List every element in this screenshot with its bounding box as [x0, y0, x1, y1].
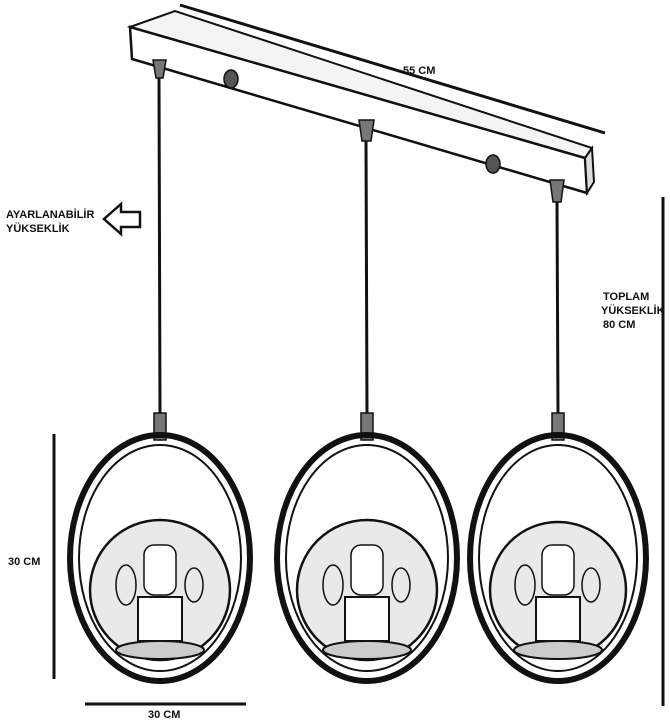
- mounting-screw-2: [485, 154, 501, 174]
- outer-ring: [67, 432, 253, 684]
- total-height-label-line1: TOPLAM: [603, 291, 650, 303]
- outer-ring: [274, 432, 460, 684]
- width-label: 55 CM: [403, 65, 436, 77]
- globe-highlight: [115, 564, 137, 606]
- outer-ring: [467, 432, 649, 684]
- globe-highlight: [322, 564, 344, 606]
- globe-highlight: [581, 567, 601, 603]
- adjustable-height-label-line1: AYARLANABİLİR: [6, 209, 95, 221]
- adjustable-height-label-line2: YÜKSEKLİK: [6, 223, 70, 235]
- cord-grip-3: [549, 179, 565, 203]
- total-height-label-line2: YÜKSEKLİK: [601, 305, 665, 317]
- arrow-left-icon: [102, 201, 142, 237]
- socket-base-ring: [115, 640, 205, 660]
- inner-ring: [78, 444, 242, 672]
- globe-highlight: [514, 564, 536, 606]
- ceiling-canopy: [126, 9, 596, 197]
- globe-highlight: [391, 567, 411, 603]
- socket-cylinder: [344, 596, 390, 642]
- socket-base-ring: [322, 640, 412, 660]
- mounting-screw-1: [223, 69, 239, 89]
- suspension-cord-1: [157, 77, 162, 416]
- pendant-shade-3: [467, 412, 649, 684]
- pendant-shade-2: [274, 412, 460, 684]
- light-bulb: [541, 544, 575, 596]
- inner-ring: [285, 444, 449, 672]
- socket-base-ring: [513, 640, 603, 660]
- light-bulb: [143, 544, 177, 596]
- canopy-front-face: [128, 25, 589, 195]
- cord-grip-1: [152, 59, 167, 79]
- suspension-cord-2: [364, 140, 369, 416]
- pendant-shade-1: [67, 412, 253, 684]
- shade-width-label: 30 CM: [148, 709, 181, 720]
- canopy-end-face: [583, 145, 596, 197]
- inner-ring: [478, 444, 638, 672]
- width-dimension-line: [179, 3, 606, 135]
- socket-cylinder: [137, 596, 183, 642]
- light-bulb: [350, 544, 384, 596]
- shade-height-label: 30 CM: [8, 556, 41, 568]
- cord-grip-2: [358, 119, 375, 142]
- suspension-cord-3: [555, 201, 560, 416]
- socket-cylinder: [535, 596, 581, 642]
- globe-highlight: [184, 567, 204, 603]
- total-height-label-line3: 80 CM: [603, 319, 636, 331]
